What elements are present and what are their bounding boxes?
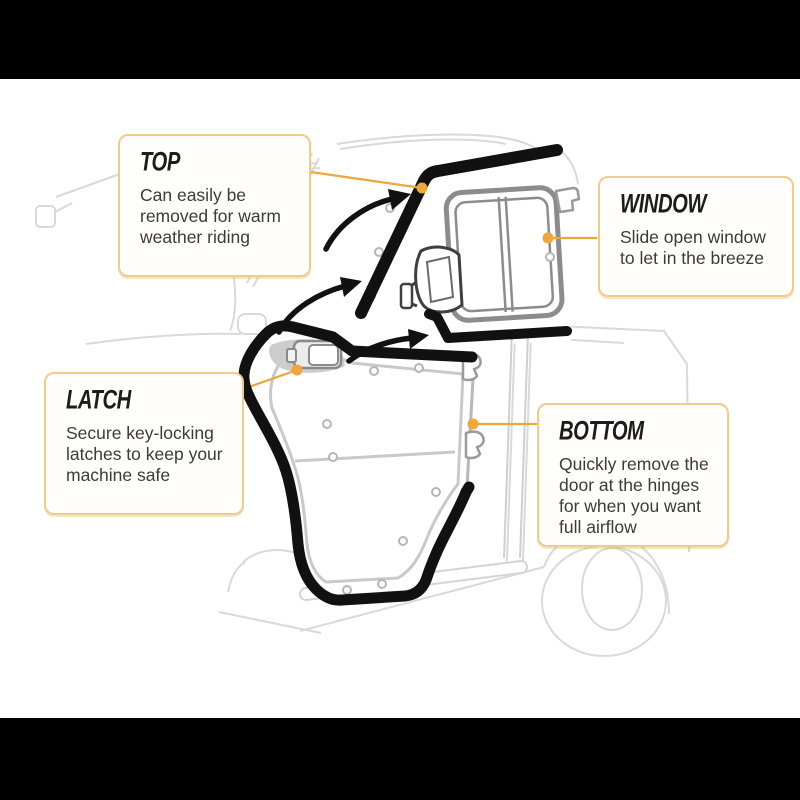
rear-wheel xyxy=(541,545,667,657)
callout-bottom: BOTTOM Quickly remove the door at the hi… xyxy=(537,403,729,547)
leader-line-latch xyxy=(242,368,298,391)
text-line: Secure key-locking xyxy=(66,423,214,443)
callout-window-title: WINDOW xyxy=(620,188,707,219)
callout-top: TOP Can easily be removed for warm weath… xyxy=(118,134,311,277)
door-latch-handle xyxy=(269,339,345,373)
letterbox-bottom xyxy=(0,718,800,800)
text-line: Slide open window xyxy=(620,227,766,247)
callout-bottom-title: BOTTOM xyxy=(559,415,644,446)
leader-lines xyxy=(291,170,597,430)
callout-window: WINDOW Slide open window to let in the b… xyxy=(598,176,794,297)
text-line: removed for warm xyxy=(140,206,282,226)
text-line: Quickly remove the xyxy=(559,454,709,474)
leader-dot-bottom xyxy=(467,418,479,430)
text-line: Can easily be xyxy=(140,185,247,205)
callout-window-body: Slide open window to let in the breeze xyxy=(620,227,776,269)
lower-door-panel xyxy=(269,330,529,584)
callout-latch-body: Secure key-locking latches to keep your … xyxy=(66,423,226,486)
callout-top-body: Can easily be removed for warm weather r… xyxy=(140,185,293,248)
text-line: weather riding xyxy=(140,227,250,247)
text-line: machine safe xyxy=(66,465,171,485)
text-line: to let in the breeze xyxy=(620,248,764,268)
leader-dot-window xyxy=(542,232,554,244)
leader-dot-top xyxy=(416,182,428,194)
text-line: for when you want xyxy=(559,496,702,516)
lower-door-outline xyxy=(238,320,478,606)
text-line: latches to keep your xyxy=(66,444,223,464)
letterbox-top xyxy=(0,0,800,79)
callout-bottom-body: Quickly remove the door at the hinges fo… xyxy=(559,454,711,538)
leader-line-top xyxy=(310,170,423,190)
leader-dot-latch xyxy=(291,364,303,376)
striker-bracket xyxy=(554,186,581,214)
callout-top-title: TOP xyxy=(140,146,180,177)
callout-latch: LATCH Secure key-locking latches to keep… xyxy=(44,372,244,515)
callout-latch-title: LATCH xyxy=(66,384,131,415)
text-line: door at the hinges xyxy=(559,475,700,495)
text-line: full airflow xyxy=(559,517,637,537)
side-mirror xyxy=(399,245,464,314)
removal-arrows xyxy=(276,189,429,364)
